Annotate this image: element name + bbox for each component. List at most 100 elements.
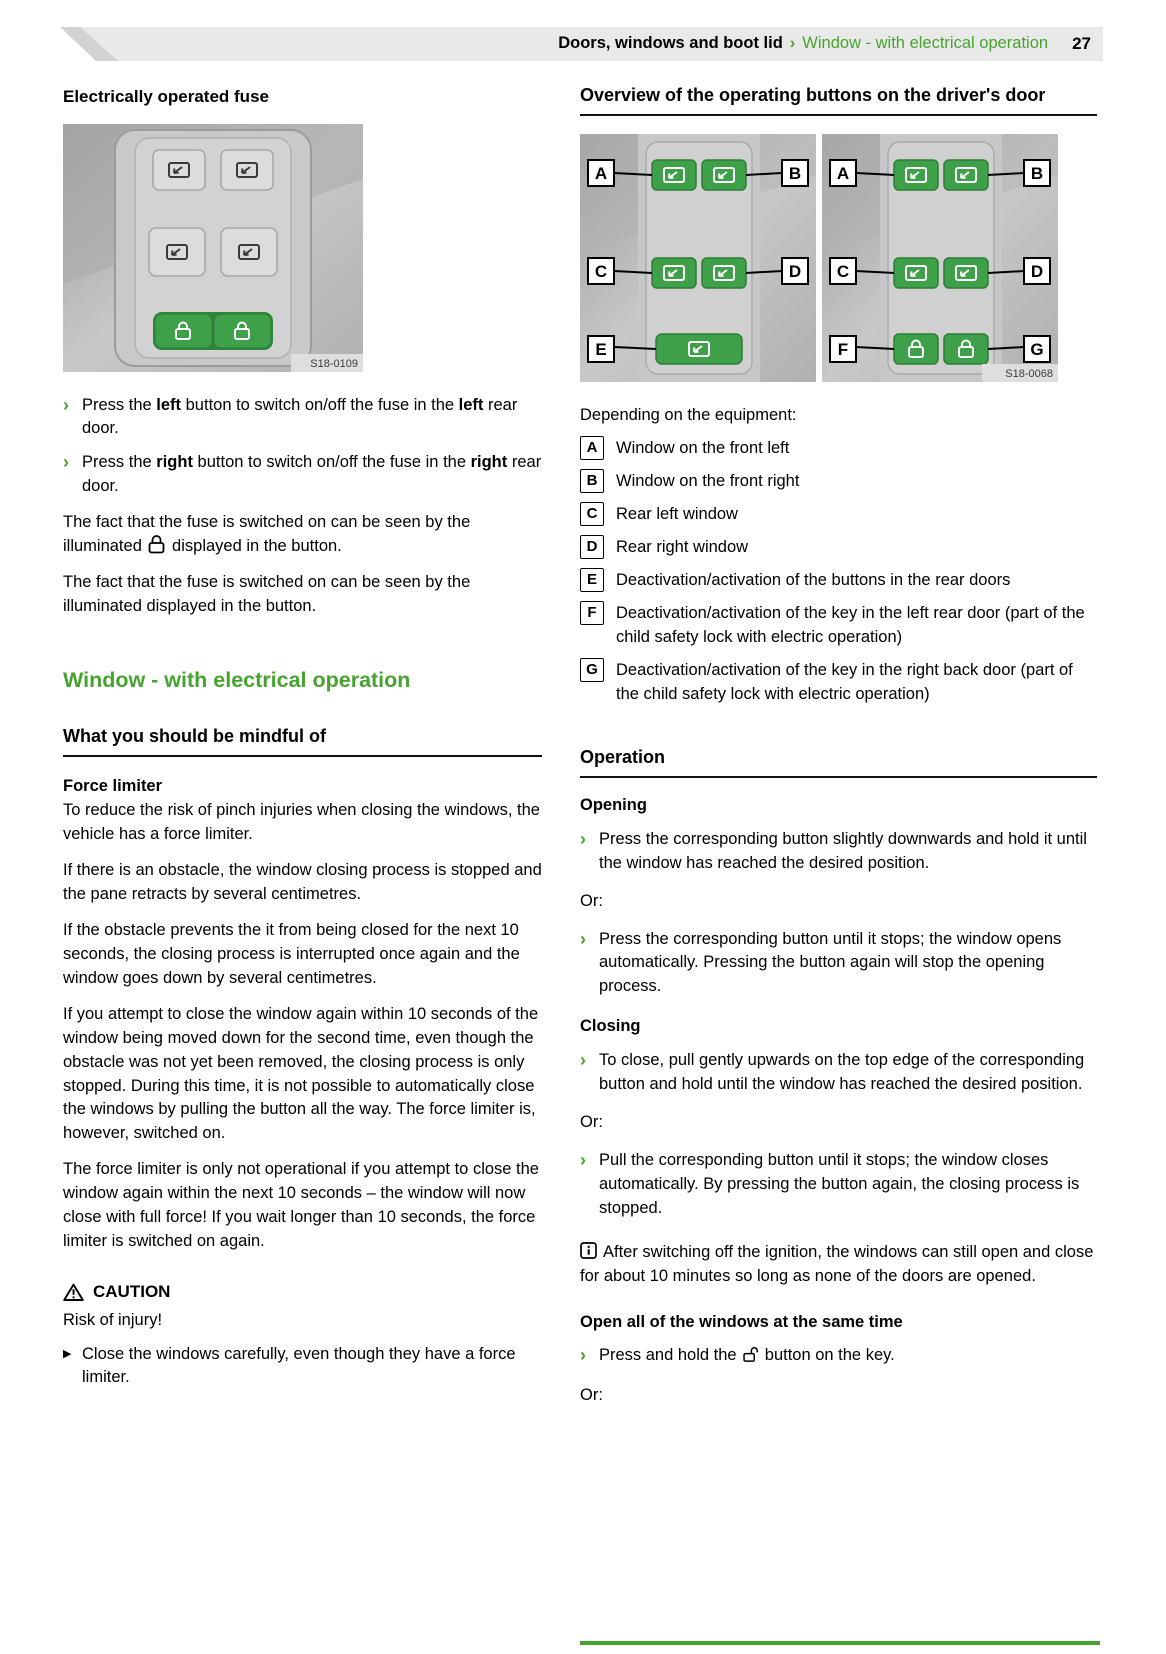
label-box-G: G: [1023, 335, 1051, 364]
unlock-key-icon: [743, 1347, 759, 1363]
legend-key-D: D: [580, 534, 604, 559]
right-column: Overview of the operating buttons on the…: [580, 61, 1097, 1408]
paragraph: The force limiter is only not operationa…: [63, 1160, 539, 1251]
legend-key-B: B: [580, 469, 604, 494]
list-item: › Press and hold the button on the key.: [580, 1344, 1097, 1368]
list-item: › Pull the corresponding button until it…: [580, 1149, 1097, 1221]
fuse-paragraph-2: The fact that the fuse is switched on ca…: [63, 573, 471, 616]
label-box-A: A: [829, 159, 857, 188]
legend-item: G Deactivation/activation of the key in …: [580, 657, 1097, 707]
info-icon: [580, 1241, 597, 1259]
mindful-heading: What you should be mindful of: [63, 724, 542, 758]
legend-item: A Window on the front left: [580, 436, 1097, 461]
svg-text:E: E: [595, 340, 606, 359]
list-item: › To close, pull gently upwards on the t…: [580, 1049, 1097, 1097]
paragraph: If the obstacle prevents the it from bei…: [63, 921, 520, 987]
label-box-F: F: [829, 335, 857, 364]
driver-door-panel-1: A B C D E: [580, 134, 816, 383]
caution-title: CAUTION: [93, 1282, 171, 1301]
svg-text:C: C: [837, 262, 849, 281]
label-box-D: D: [1023, 257, 1051, 286]
svg-text:F: F: [838, 340, 848, 359]
list-item: › Press the corresponding button until i…: [580, 928, 1097, 1000]
driver-door-figures: A B C D E: [580, 134, 1097, 383]
paragraph: If you attempt to close the window again…: [63, 1004, 539, 1143]
or-text: Or:: [580, 1113, 603, 1132]
fuse-paragraph-1: The fact that the fuse is switched on ca…: [63, 513, 471, 556]
list-item: › Press the left button to switch on/off…: [63, 394, 542, 442]
breadcrumb-separator-icon: ›: [789, 34, 796, 53]
caution-risk: Risk of injury!: [63, 1310, 163, 1329]
legend-item: E Deactivation/activation of the buttons…: [580, 567, 1097, 593]
overview-heading: Overview of the operating buttons on the…: [580, 83, 1097, 117]
breadcrumb-chapter: Doors, windows and boot lid: [558, 34, 783, 53]
left-column: Electrically operated fuse: [63, 61, 542, 1408]
bullet-chevron-icon: ›: [63, 394, 69, 415]
page-number: 27: [1072, 33, 1091, 53]
svg-text:A: A: [837, 164, 849, 183]
label-box-B: B: [781, 159, 809, 188]
open-all-label: Open all of the windows at the same time: [580, 1312, 903, 1331]
legend-list: A Window on the front left B Window on t…: [580, 436, 1097, 706]
next-section-rule: [580, 1641, 1100, 1645]
triangle-bullet-icon: ▶: [63, 1347, 72, 1360]
svg-text:C: C: [595, 262, 607, 281]
label-box-E: E: [587, 335, 615, 364]
label-box-C: C: [829, 257, 857, 286]
legend-key-F: F: [580, 600, 604, 625]
fuse-instructions: › Press the left button to switch on/off…: [63, 394, 542, 500]
bullet-chevron-icon: ›: [580, 1050, 586, 1071]
svg-text:D: D: [789, 262, 801, 281]
svg-text:D: D: [1031, 262, 1043, 281]
caution-triangle-icon: [63, 1283, 84, 1301]
force-limiter-label: Force limiter: [63, 777, 163, 796]
breadcrumb-section: Window - with electrical operation: [802, 34, 1049, 53]
legend-key-G: G: [580, 657, 604, 682]
image-code-label: S18-0068: [1005, 368, 1053, 380]
svg-text:B: B: [1031, 164, 1043, 183]
list-item-text: Press the right button to switch on/off …: [82, 453, 542, 496]
legend-item: F Deactivation/activation of the key in …: [580, 600, 1097, 650]
page-header: Doors, windows and boot lid › Window - w…: [60, 27, 1103, 61]
header-band: [60, 27, 1103, 61]
fuse-panel-image: S18-0109: [63, 123, 363, 372]
or-text: Or:: [580, 891, 603, 910]
list-item: › Press the corresponding button slightl…: [580, 828, 1097, 876]
svg-text:A: A: [595, 164, 607, 183]
fuse-panel-figure: S18-0109: [63, 123, 542, 380]
opening-label: Opening: [580, 795, 647, 814]
caution-box: CAUTION Risk of injury! ▶ Close the wind…: [63, 1280, 542, 1390]
section-title: Window - with electrical operation: [63, 667, 411, 692]
paragraph: If there is an obstacle, the window clos…: [63, 861, 542, 904]
image-code-label: S18-0109: [310, 358, 358, 370]
driver-door-panel-2: A B C D F: [822, 134, 1058, 383]
label-box-A: A: [587, 159, 615, 188]
legend-key-E: E: [580, 567, 604, 592]
closing-label: Closing: [580, 1017, 641, 1036]
list-item-text: Press the left button to switch on/off t…: [82, 395, 518, 438]
bullet-chevron-icon: ›: [580, 828, 586, 849]
fuse-heading: Electrically operated fuse: [63, 87, 269, 106]
list-item: › Press the right button to switch on/of…: [63, 451, 542, 499]
legend-key-A: A: [580, 436, 604, 461]
info-note: After switching off the ignition, the wi…: [580, 1241, 1094, 1285]
legend-item: D Rear right window: [580, 534, 1097, 560]
caution-item: ▶ Close the windows carefully, even thou…: [63, 1343, 542, 1391]
label-box-D: D: [781, 257, 809, 286]
bullet-chevron-icon: ›: [580, 928, 586, 949]
label-box-B: B: [1023, 159, 1051, 188]
bullet-chevron-icon: ›: [580, 1149, 586, 1170]
legend-key-C: C: [580, 502, 604, 527]
legend-item: C Rear left window: [580, 502, 1097, 527]
bullet-chevron-icon: ›: [63, 452, 69, 473]
force-limiter-paragraph: Force limiter To reduce the risk of pinc…: [63, 777, 540, 844]
list-item-text: Press and hold the button on the key.: [599, 1346, 895, 1365]
legend-item: B Window on the front right: [580, 469, 1097, 494]
label-box-C: C: [587, 257, 615, 286]
fuse-lock-icon: [149, 535, 165, 554]
svg-text:B: B: [789, 164, 801, 183]
or-text: Or:: [580, 1386, 603, 1405]
operation-heading: Operation: [580, 745, 1097, 778]
depending-text: Depending on the equipment:: [580, 406, 797, 425]
bullet-chevron-icon: ›: [580, 1345, 586, 1366]
